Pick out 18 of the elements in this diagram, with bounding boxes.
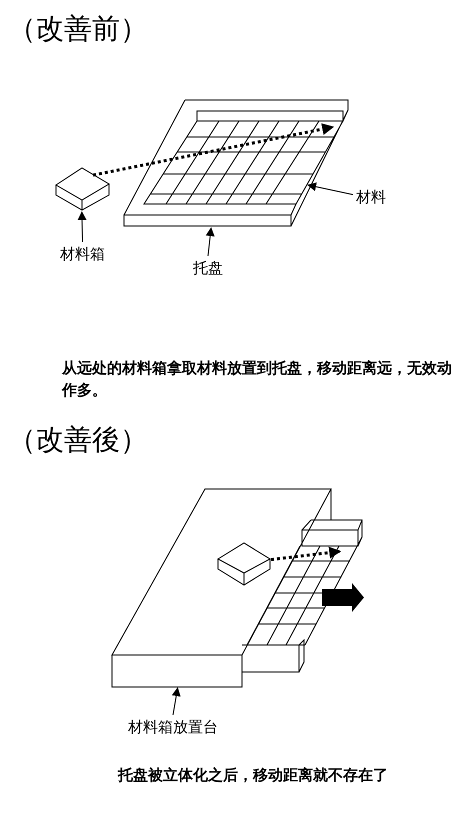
- arrow: [206, 227, 215, 256]
- pallet-drawing: [241, 519, 364, 673]
- callout-label: 材料箱放置台: [128, 718, 218, 736]
- caption-text: 从远处的材料箱拿取材料放置到托盘，移动距离远，无效动作多。: [62, 358, 453, 401]
- callout-label: 托盘: [193, 259, 223, 277]
- caption-text: 托盘被立体化之后，移动距离就不存在了: [118, 765, 388, 786]
- heading: （改善前）: [8, 12, 148, 46]
- arrow: [172, 687, 181, 716]
- dotted-arrow: [92, 123, 334, 177]
- callout-label: 材料箱: [60, 245, 105, 263]
- arrow: [307, 182, 354, 196]
- box-drawing: [55, 167, 111, 212]
- heading: （改善後）: [8, 423, 148, 457]
- box-drawing: [217, 542, 271, 586]
- arrow: [78, 211, 87, 242]
- pallet-drawing: [123, 99, 350, 228]
- callout-label: 材料: [356, 188, 386, 206]
- dotted-arrow: [270, 546, 342, 562]
